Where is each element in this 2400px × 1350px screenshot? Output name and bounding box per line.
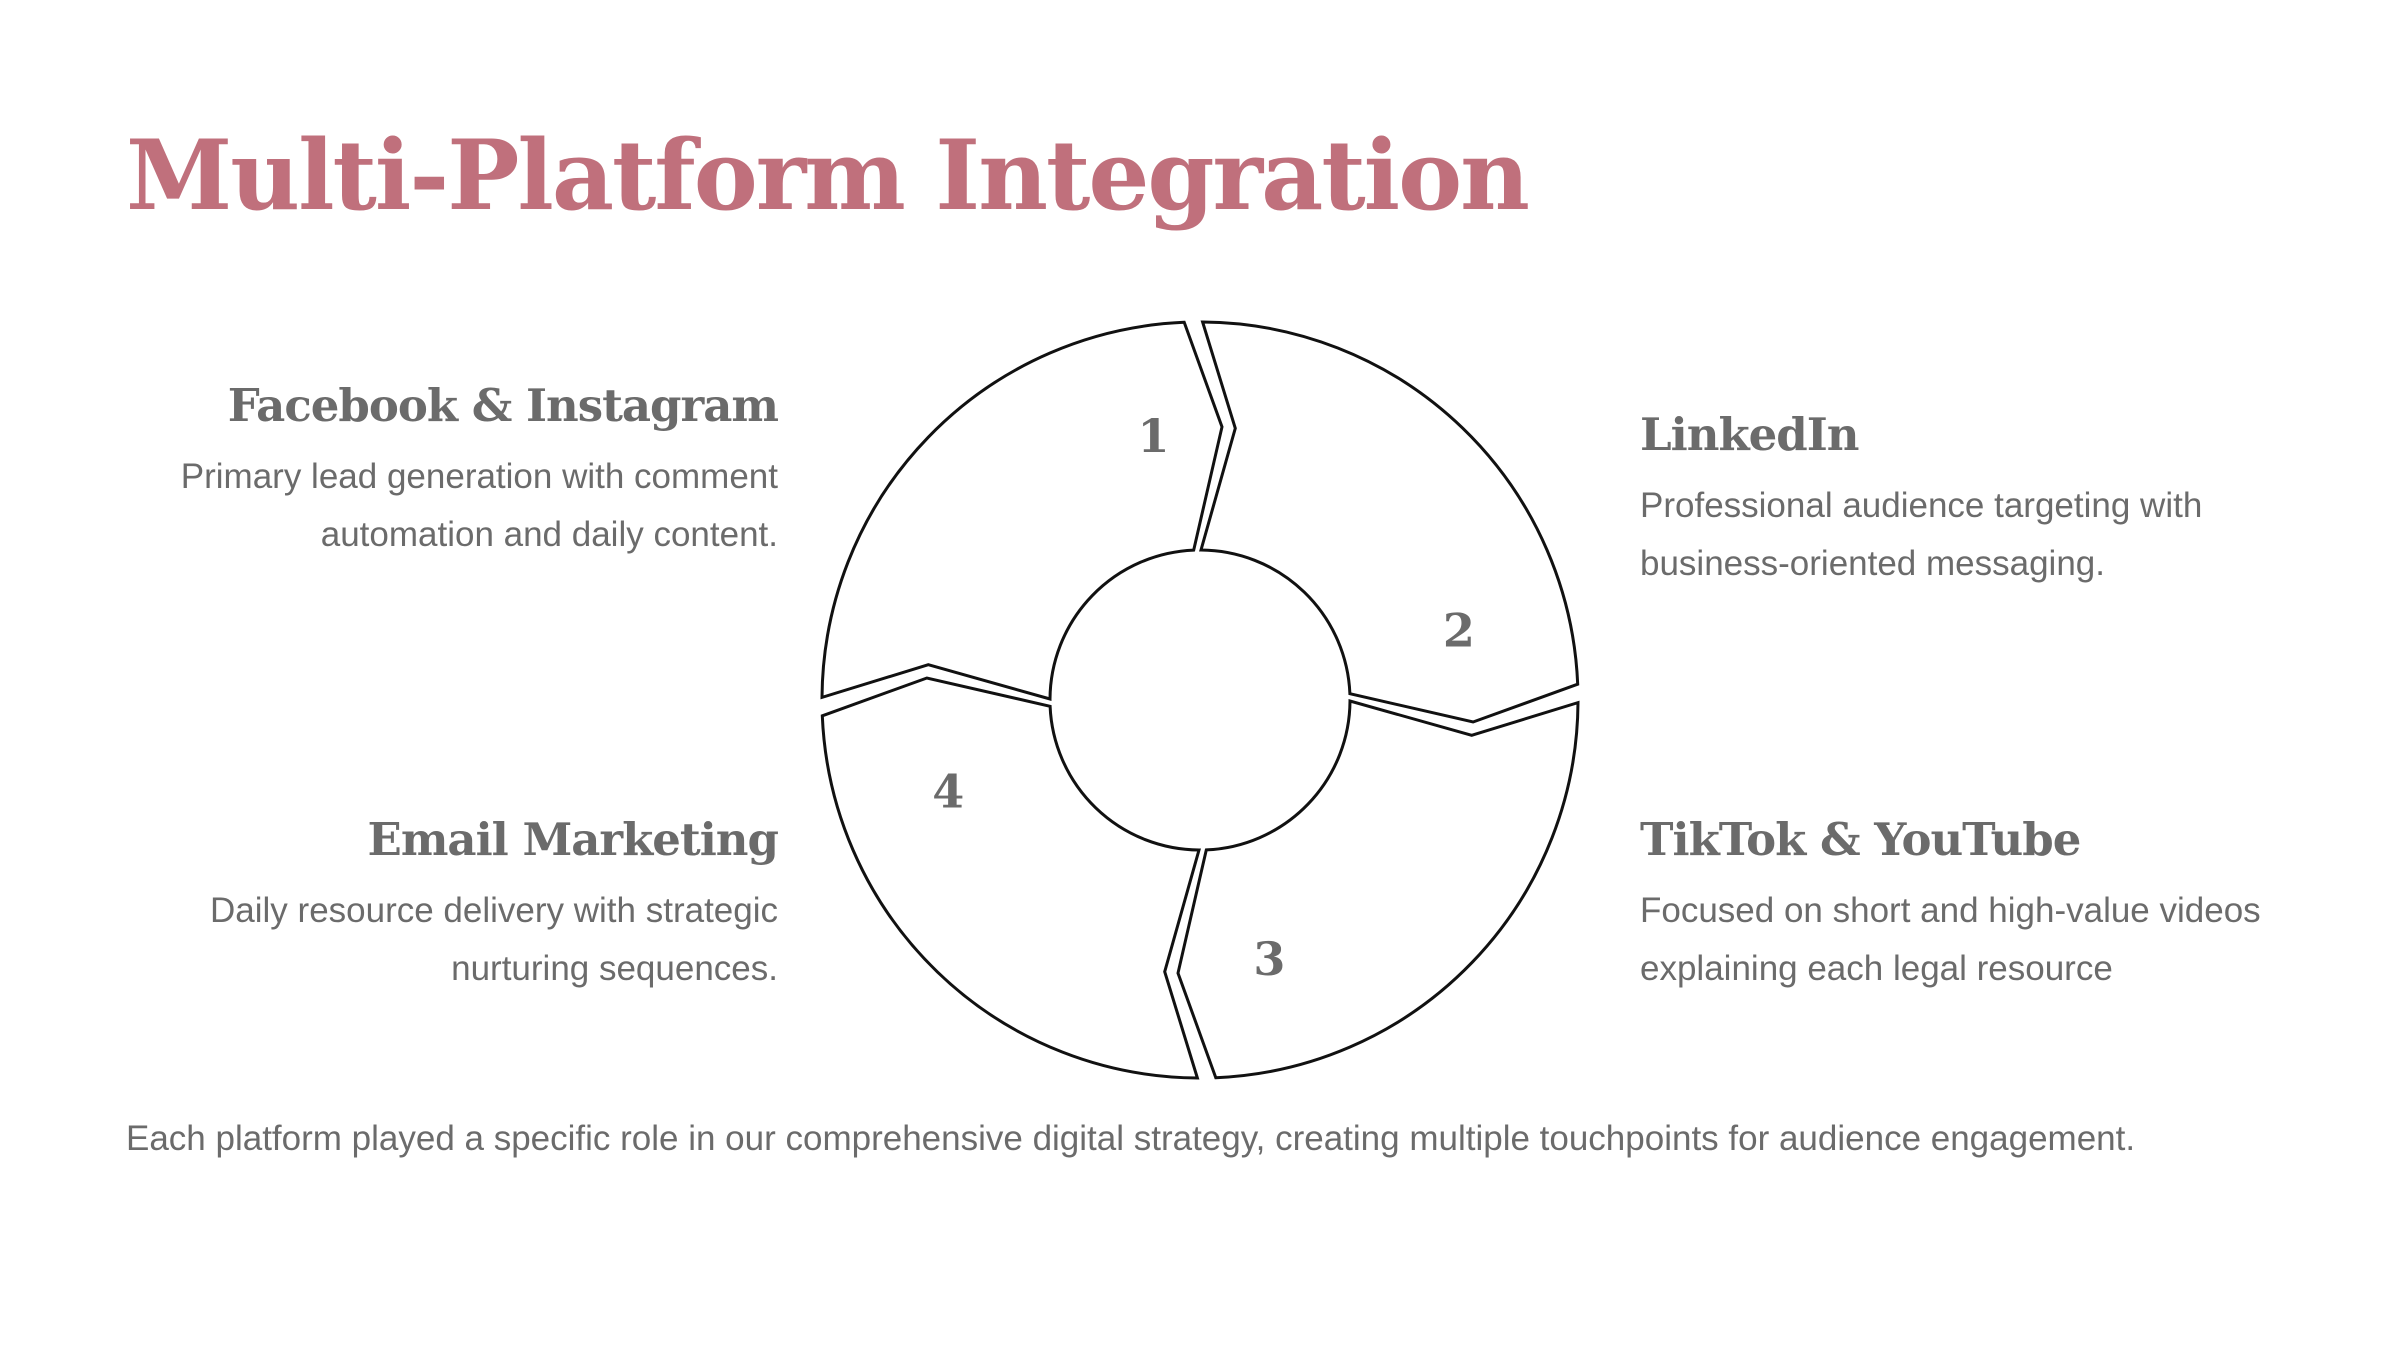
cycle-segment-4 bbox=[820, 320, 1224, 701]
step-facebook-instagram: Facebook & Instagram Primary lead genera… bbox=[118, 378, 779, 564]
step-3-title: TikTok & YouTube bbox=[1640, 813, 2081, 866]
cycle-segment-3 bbox=[820, 676, 1201, 1080]
cycle-diagram: 1 2 3 4 bbox=[820, 320, 1580, 1080]
step-linkedin: LinkedIn Professional audience targeting… bbox=[1640, 407, 2300, 593]
cycle-number-4: 4 bbox=[932, 765, 964, 819]
cycle-number-3: 3 bbox=[1253, 932, 1285, 986]
cycle-segment-1 bbox=[1199, 320, 1580, 724]
cycle-number-2: 2 bbox=[1443, 604, 1475, 658]
page-title: Multi-Platform Integration bbox=[126, 119, 1530, 232]
cycle-segment-2 bbox=[1176, 699, 1580, 1080]
step-2-description: Professional audience targeting with bus… bbox=[1640, 486, 2203, 584]
step-3-description: Focused on short and high-value videos e… bbox=[1640, 891, 2261, 989]
footer-summary: Each platform played a specific role in … bbox=[126, 1119, 2136, 1158]
step-4-description: Daily resource delivery with strategic n… bbox=[210, 891, 778, 989]
step-2-title: LinkedIn bbox=[1640, 408, 1860, 461]
step-4-title: Email Marketing bbox=[367, 813, 779, 866]
step-1-description: Primary lead generation with comment aut… bbox=[180, 457, 778, 555]
step-1-title: Facebook & Instagram bbox=[227, 379, 779, 432]
step-tiktok-youtube: TikTok & YouTube Focused on short and hi… bbox=[1640, 812, 2300, 998]
step-email-marketing: Email Marketing Daily resource delivery … bbox=[118, 812, 779, 998]
cycle-number-1: 1 bbox=[1137, 409, 1169, 463]
